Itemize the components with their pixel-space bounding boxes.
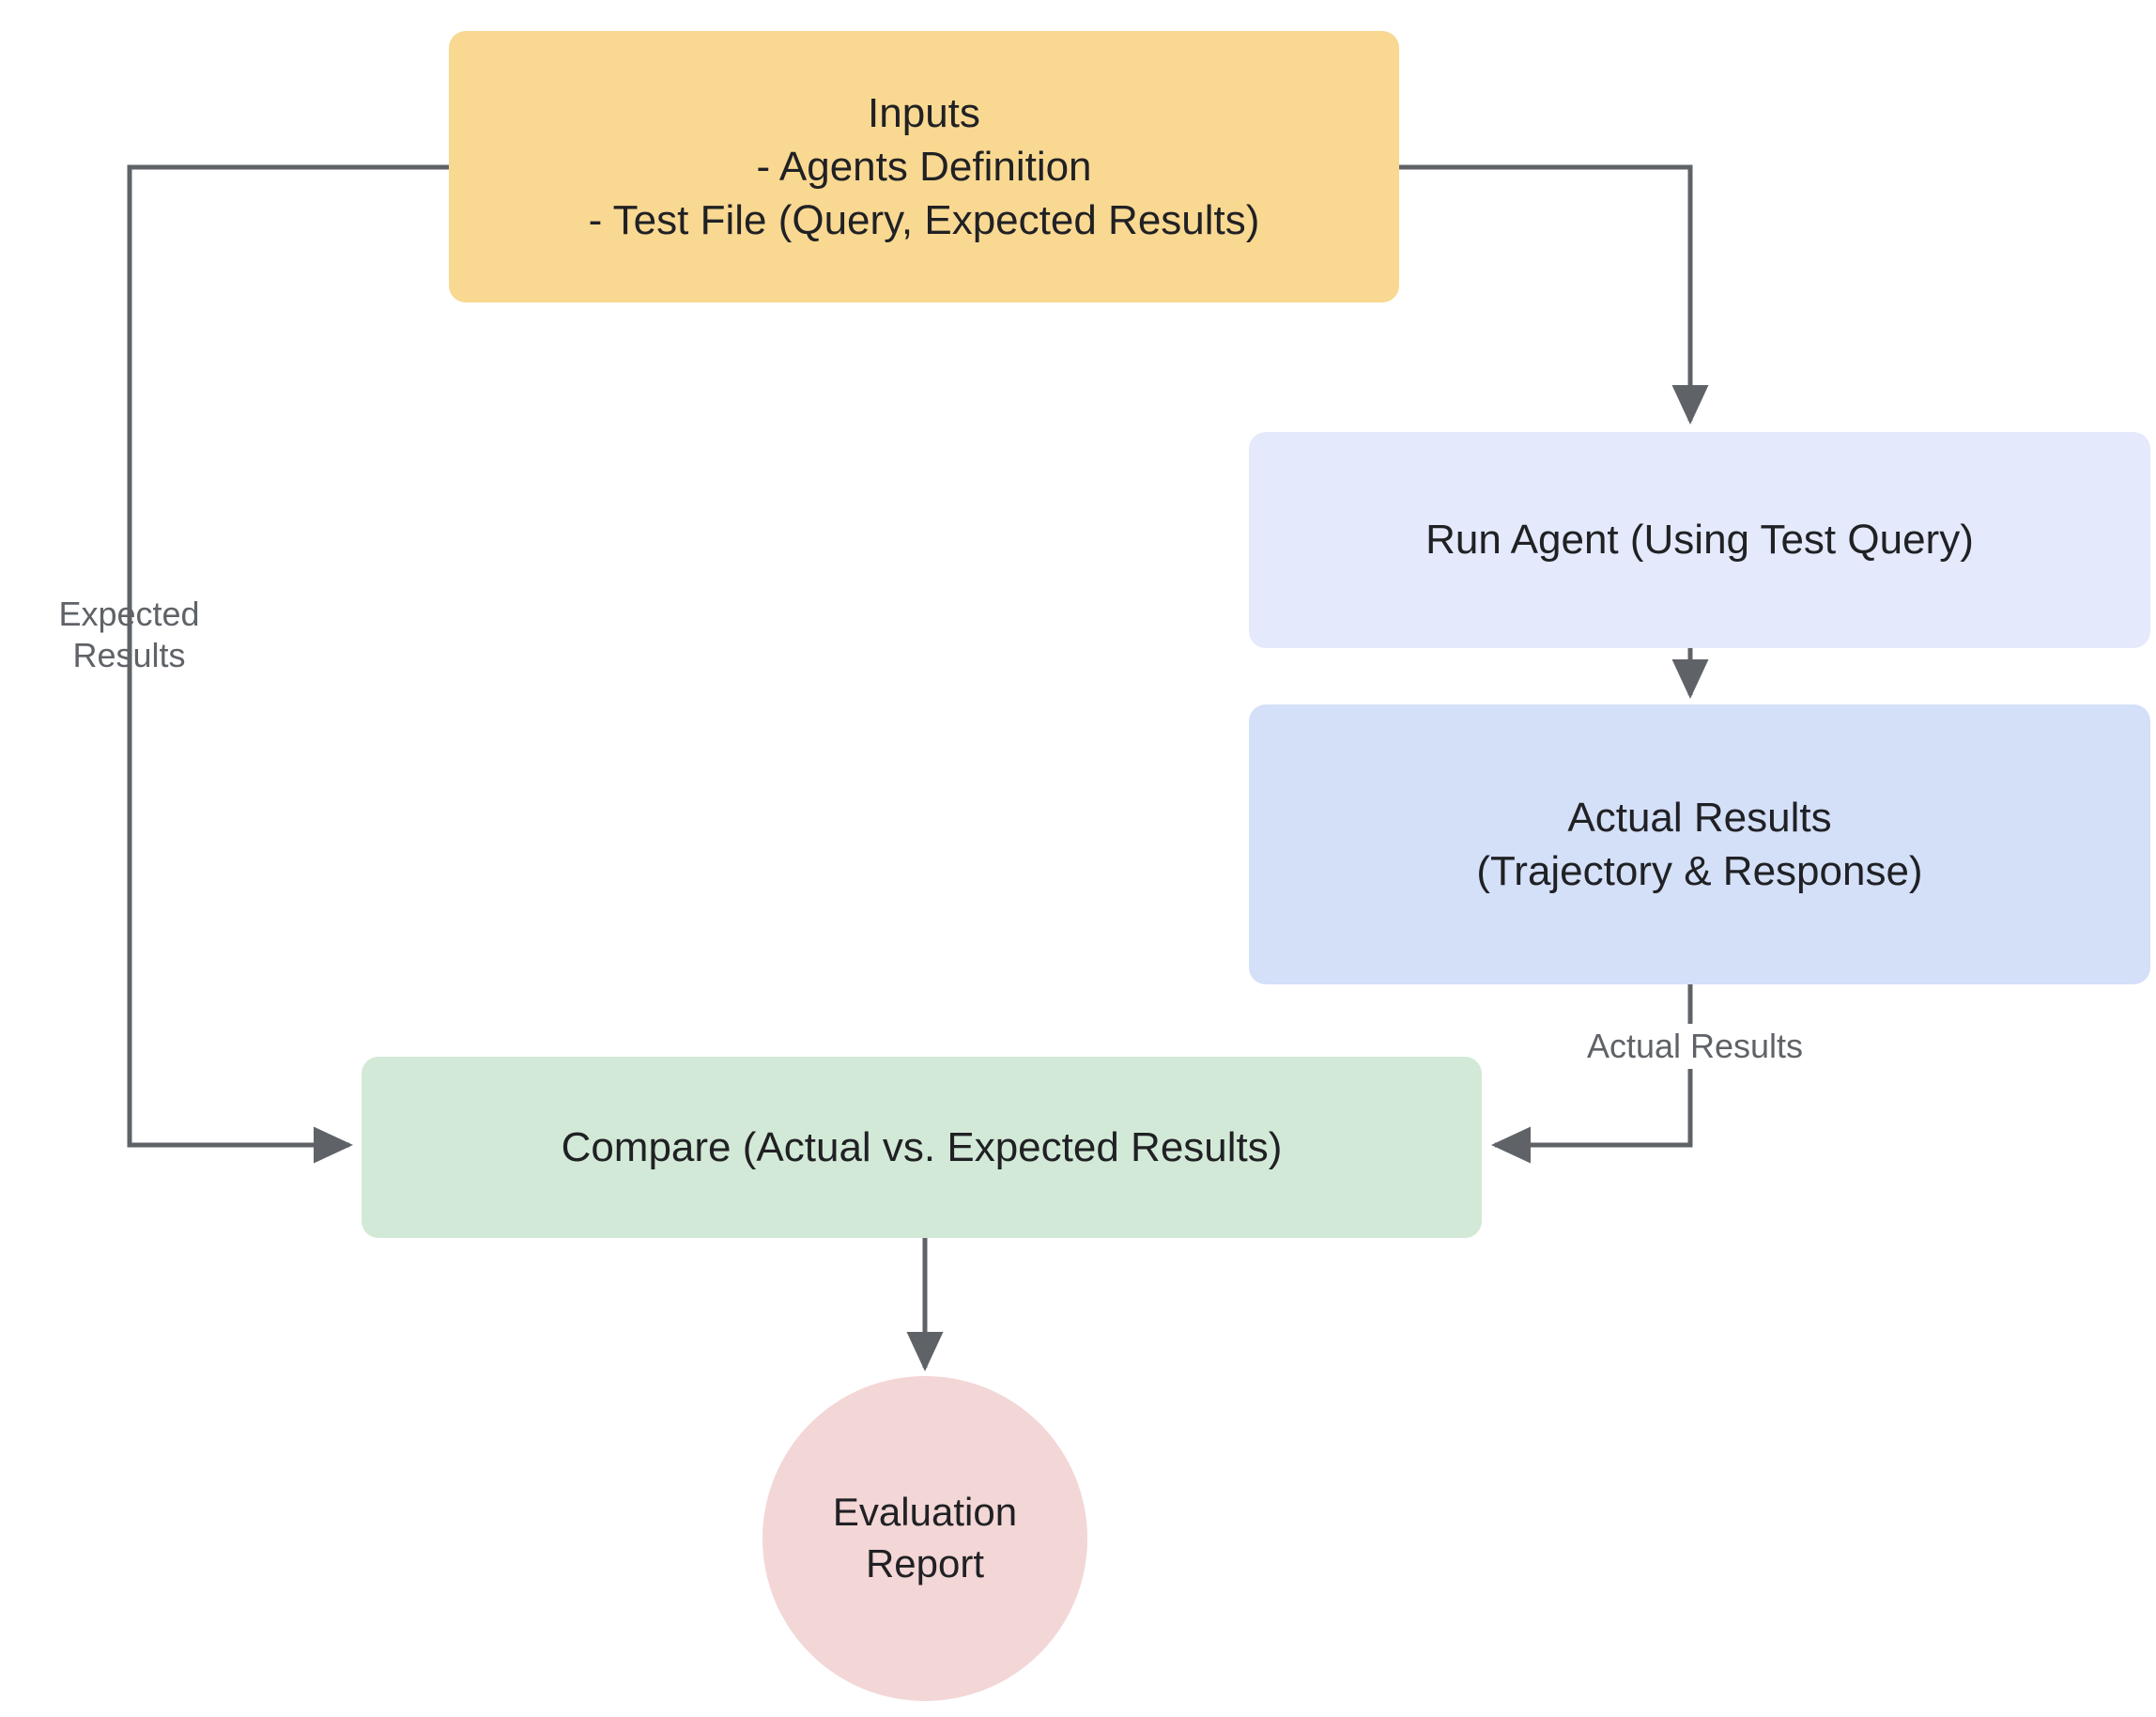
node-evaluation-report[interactable]: Evaluation Report <box>762 1376 1087 1701</box>
edge-label-expected-results: Expected Results <box>58 595 200 674</box>
edge-inputs-to-run-agent <box>1399 164 1709 425</box>
node-compare[interactable]: Compare (Actual vs. Expected Results) <box>362 1057 1482 1238</box>
node-actual-results[interactable]: Actual Results (Trajectory & Response) <box>1249 704 2150 984</box>
edge-label-actual-results: Actual Results <box>1554 1024 1836 1069</box>
node-inputs[interactable]: Inputs - Agents Definition - Test File (… <box>449 31 1399 302</box>
node-run-agent[interactable]: Run Agent (Using Test Query) <box>1249 432 2150 648</box>
